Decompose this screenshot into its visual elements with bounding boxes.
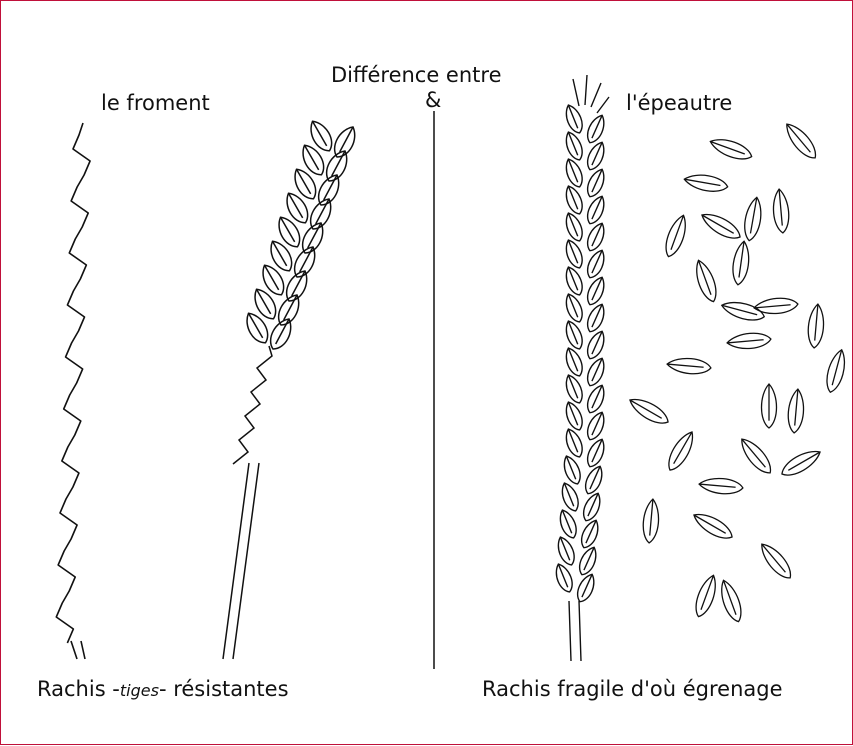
- spelt-grain: [584, 437, 609, 470]
- spelt-grain: [556, 508, 580, 541]
- loose-spikelet: [626, 394, 672, 429]
- spelt-grain: [584, 410, 609, 443]
- spelt-grain: [562, 184, 586, 217]
- spelt-grain: [562, 157, 586, 190]
- loose-spikelet: [823, 348, 849, 394]
- spelt-grain: [584, 113, 609, 146]
- loose-spikelet: [698, 477, 743, 496]
- loose-spikelet: [781, 119, 821, 162]
- spelt-grain: [584, 221, 609, 254]
- spelt-grain: [578, 518, 603, 551]
- wheat-grain: [305, 117, 336, 155]
- loose-spikelet: [690, 509, 736, 544]
- loose-spikelet: [691, 573, 720, 619]
- spelt-grain: [562, 319, 586, 352]
- loose-spikelet: [736, 434, 776, 477]
- wheat-grain: [281, 189, 312, 227]
- loose-spikelet: [666, 357, 711, 376]
- spelt-grain: [584, 356, 609, 389]
- spelt-grain: [562, 292, 586, 325]
- loose-spikelet: [726, 332, 771, 351]
- spelt-grain: [584, 194, 609, 227]
- spelt-grain: [584, 167, 609, 200]
- rachis-zigzag: [56, 123, 90, 643]
- loose-spikelet: [683, 172, 729, 194]
- spelt-grain: [584, 383, 609, 416]
- wheat-grain: [273, 213, 304, 251]
- wheat-ear-icon: [223, 117, 360, 659]
- spelt-grain: [562, 346, 586, 379]
- spelt-grain: [576, 545, 601, 578]
- spelt-grain: [584, 329, 609, 362]
- spelt-grain: [562, 211, 586, 244]
- loose-spikelet: [691, 258, 720, 304]
- spelt-grain: [560, 454, 584, 487]
- spelt-stalk: [569, 601, 581, 661]
- spelt-grain: [562, 265, 586, 298]
- spelt-grain: [554, 535, 578, 568]
- loose-spikelet: [778, 446, 824, 481]
- spelt-grain: [574, 572, 599, 605]
- loose-spikelet: [664, 428, 699, 474]
- loose-spikelet: [807, 303, 826, 348]
- wheat-grain: [249, 285, 280, 323]
- spelt-grain: [584, 275, 609, 308]
- wheat-grain: [241, 309, 272, 347]
- loose-spelt-spikelets-icon: [626, 119, 849, 624]
- spelt-grain: [584, 248, 609, 281]
- spelt-grain: [562, 373, 586, 406]
- spelt-grain: [584, 302, 609, 335]
- spelt-grain: [562, 400, 586, 433]
- wheat-grain: [257, 261, 288, 299]
- spelt-grain: [562, 427, 586, 460]
- loose-spikelet: [756, 539, 796, 582]
- spelt-grain: [584, 140, 609, 173]
- wheat-grain: [297, 141, 328, 179]
- spelt-ear-icon: [552, 75, 609, 661]
- loose-spikelet: [742, 196, 764, 242]
- loose-spikelet: [708, 134, 754, 163]
- wheat-bare-rachis-icon: [56, 123, 90, 659]
- spelt-grain: [562, 103, 586, 136]
- loose-spikelet: [762, 384, 777, 428]
- loose-spikelet: [772, 188, 791, 233]
- wheat-grain: [289, 165, 320, 203]
- spelt-awns: [573, 75, 609, 113]
- loose-spikelet: [731, 240, 752, 286]
- spelt-grain: [580, 491, 605, 524]
- spelt-grain: [552, 562, 576, 595]
- wheat-grain: [265, 237, 296, 275]
- loose-spikelet: [753, 297, 798, 316]
- spelt-grain: [562, 238, 586, 271]
- rachis-base: [71, 641, 85, 659]
- loose-spikelet: [642, 498, 661, 543]
- wheat-stalk: [223, 463, 259, 659]
- spelt-grain: [558, 481, 582, 514]
- loose-spikelet: [716, 578, 745, 624]
- loose-spikelet: [661, 213, 690, 259]
- spelt-grain: [562, 130, 586, 163]
- loose-spikelet: [787, 388, 806, 433]
- wheat-upper-rachis: [233, 346, 272, 464]
- loose-spikelet: [698, 209, 744, 244]
- spelt-grain: [582, 464, 607, 497]
